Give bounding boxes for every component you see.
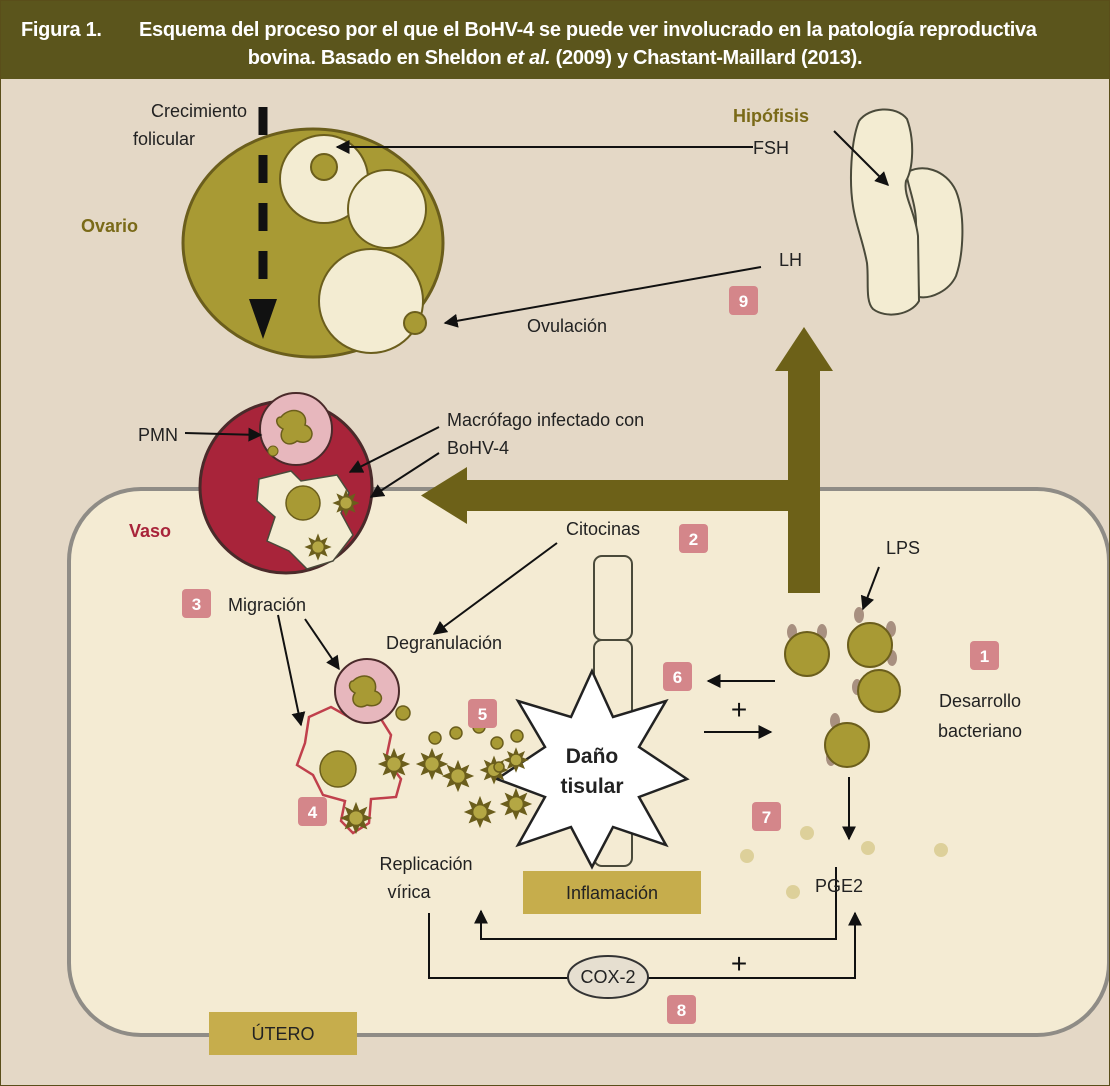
badge-6: 6 <box>673 668 682 687</box>
label-macrofago: Macrófago infectado con <box>447 410 644 430</box>
plus-sign-upper: + <box>731 694 747 725</box>
label-bacteriano: bacteriano <box>938 721 1022 741</box>
badge-7: 7 <box>762 808 771 827</box>
label-lps: LPS <box>886 538 920 558</box>
label-crecimiento: Crecimiento <box>151 101 247 121</box>
label-cox2: COX-2 <box>580 967 635 987</box>
label-replicacion: Replicación <box>379 854 472 874</box>
badge-1: 1 <box>980 647 989 666</box>
ovary <box>183 129 443 357</box>
label-desarrollo: Desarrollo <box>939 691 1021 711</box>
label-ovario: Ovario <box>81 216 138 236</box>
label-migracion: Migración <box>228 595 306 615</box>
label-pmn: PMN <box>138 425 178 445</box>
label-citocinas: Citocinas <box>566 519 640 539</box>
pituitary-gland <box>851 109 962 314</box>
label-degranulacion: Degranulación <box>386 633 502 653</box>
blood-vessel <box>200 393 372 573</box>
label-folicular: folicular <box>133 129 195 149</box>
plus-sign-lower: + <box>731 948 747 979</box>
label-virica: vírica <box>387 882 431 902</box>
badge-5: 5 <box>478 705 487 724</box>
label-inflamacion: Inflamación <box>566 883 658 903</box>
label-vaso: Vaso <box>129 521 171 541</box>
label-hipofisis: Hipófisis <box>733 106 809 126</box>
label-pge2: PGE2 <box>815 876 863 896</box>
label-tisular: tisular <box>560 775 623 798</box>
label-dano: Daño <box>566 745 619 768</box>
badge-2: 2 <box>689 530 698 549</box>
label-lh: LH <box>779 250 802 270</box>
badge-3: 3 <box>192 595 201 614</box>
badge-8: 8 <box>677 1001 686 1020</box>
label-bohv4: BoHV-4 <box>447 438 509 458</box>
badge-4: 4 <box>308 803 318 822</box>
label-ovulacion: Ovulación <box>527 316 607 336</box>
badge-9: 9 <box>739 292 748 311</box>
label-fsh: FSH <box>753 138 789 158</box>
label-utero: ÚTERO <box>252 1023 315 1044</box>
